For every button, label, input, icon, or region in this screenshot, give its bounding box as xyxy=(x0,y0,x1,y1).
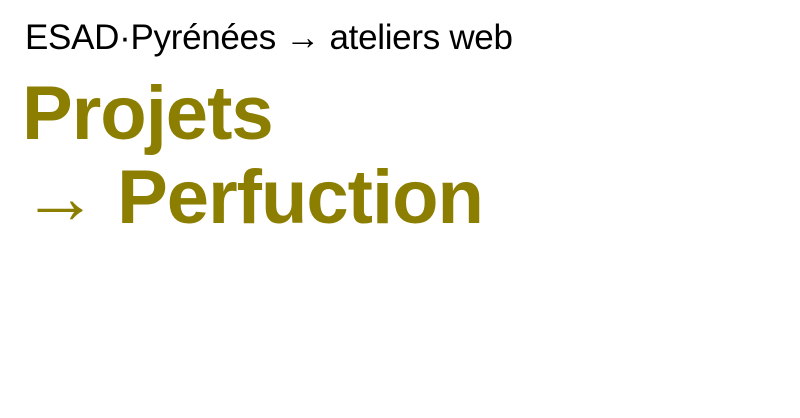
site-kicker: ESAD·Pyrénées → ateliers web xyxy=(25,18,513,57)
title-line-project-name: → Perfuction xyxy=(22,155,484,240)
page-title: Projets → Perfuction xyxy=(22,71,484,240)
title-line-projects: Projets xyxy=(22,71,274,156)
